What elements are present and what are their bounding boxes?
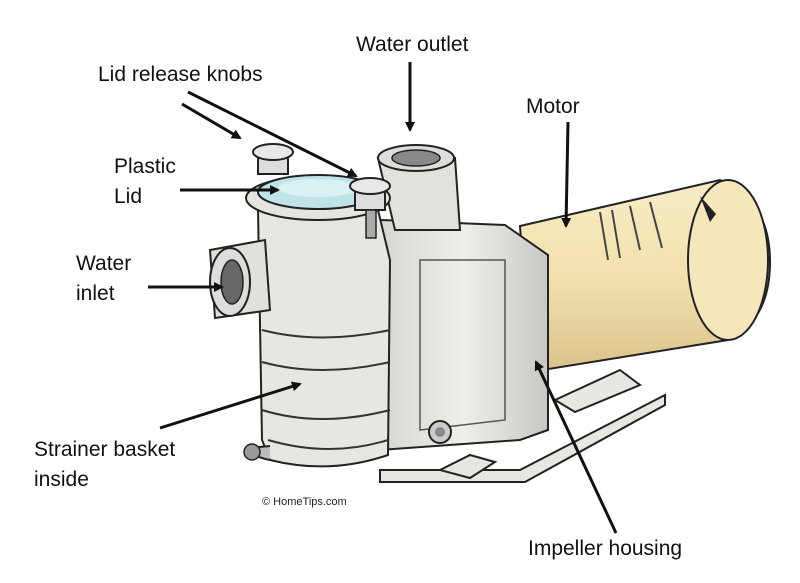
label-water-inlet-line1: Water — [76, 252, 132, 275]
label-impeller-housing: Impeller housing — [528, 537, 683, 560]
strainer-housing — [243, 209, 392, 468]
impeller-housing — [379, 218, 549, 452]
label-plastic-lid-line1: Plastic — [114, 155, 176, 178]
callout-lines — [148, 62, 618, 534]
label-strainer-line1: Strainer basket — [34, 438, 176, 461]
outlet-port — [376, 144, 462, 231]
base-rails — [379, 368, 666, 483]
label-water-inlet-line2: inlet — [76, 282, 115, 305]
arrow-lid-knob-right — [187, 90, 358, 178]
copyright-credit: © HomeTips.com — [262, 496, 347, 508]
label-plastic-lid-line2: Lid — [114, 185, 143, 208]
label-water-outlet: Water outlet — [356, 33, 469, 56]
label-motor: Motor — [526, 95, 580, 118]
inlet-port — [208, 238, 272, 320]
label-lid-release-knobs: Lid release knobs — [98, 63, 263, 86]
arrow-impeller — [534, 360, 618, 534]
arrow-motor — [561, 121, 572, 228]
lid-release-knobs — [252, 143, 391, 239]
motor — [518, 178, 772, 374]
label-strainer-line2: inside — [34, 468, 89, 491]
arrow-strainer — [159, 381, 302, 430]
arrow-lid-knob-left — [181, 102, 242, 140]
